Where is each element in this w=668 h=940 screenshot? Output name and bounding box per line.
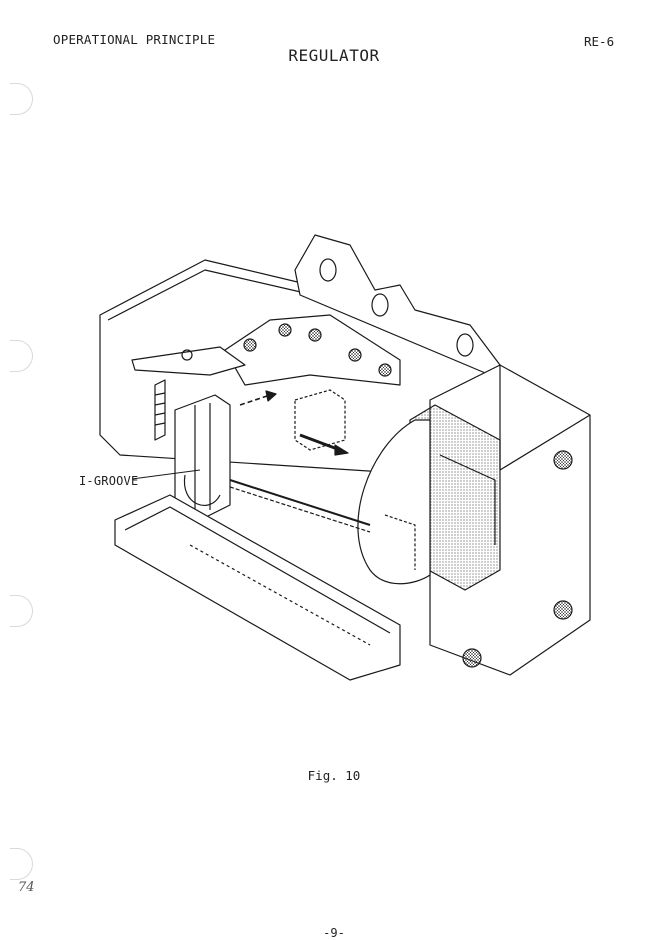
regulator-illustration <box>99 234 591 681</box>
top-bracket <box>294 234 501 376</box>
disc <box>357 419 431 585</box>
top-plate <box>224 314 401 386</box>
page-title: REGULATOR <box>288 46 380 65</box>
base-rail <box>114 494 401 681</box>
binder-hole-mark <box>10 340 33 372</box>
page-code: RE-6 <box>584 34 615 49</box>
lever-arm <box>131 346 246 376</box>
binder-hole-mark <box>10 83 33 115</box>
i-groove-callout: I-GROOVE <box>79 474 139 488</box>
page-number: -9- <box>323 926 345 940</box>
callout-leader <box>131 469 201 480</box>
binder-hole-mark <box>10 848 33 880</box>
figure-caption: Fig. 10 <box>307 768 361 783</box>
handwritten-note: 74 <box>18 880 35 895</box>
section-header: OPERATIONAL PRINCIPLE <box>53 32 216 47</box>
binder-hole-mark <box>10 595 33 627</box>
